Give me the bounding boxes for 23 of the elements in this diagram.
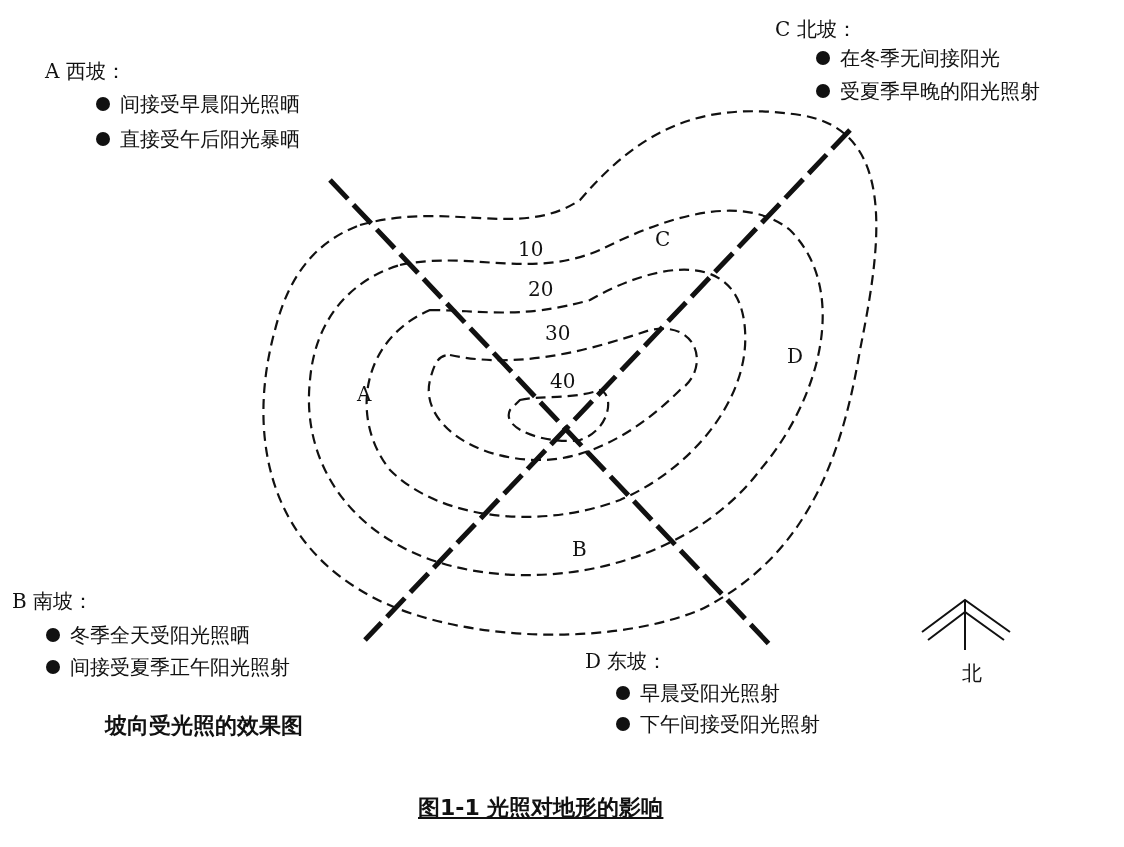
bullet-text: 在冬季无间接阳光 bbox=[840, 45, 1000, 71]
bullet-text: 受夏季早晚的阳光照射 bbox=[840, 78, 1040, 104]
bullet-text: 直接受午后阳光暴晒 bbox=[120, 126, 300, 152]
slope-heading: A 西坡： bbox=[45, 58, 126, 84]
map-label: 10 bbox=[518, 236, 544, 262]
figure-title: 坡向受光照的效果图 bbox=[105, 712, 303, 738]
slope-heading: D 东坡： bbox=[585, 648, 668, 674]
north-label: 北 bbox=[962, 660, 982, 686]
caption: 图1-1 光照对地形的影响 bbox=[418, 795, 664, 821]
slope-heading: B 南坡： bbox=[12, 588, 94, 614]
bullet-text: 间接受夏季正午阳光照射 bbox=[70, 654, 290, 680]
bullet-text: 早晨受阳光照射 bbox=[640, 680, 780, 706]
map-label: 40 bbox=[550, 368, 576, 394]
map-label: D bbox=[787, 343, 804, 369]
slope-heading: C 北坡： bbox=[775, 16, 857, 42]
bullet-text: 下午间接受阳光照射 bbox=[640, 711, 820, 737]
bullet-text: 间接受早晨阳光照晒 bbox=[120, 91, 300, 117]
map-label: B bbox=[572, 536, 587, 562]
map-label: 20 bbox=[528, 276, 554, 302]
map-label: A bbox=[357, 381, 372, 407]
map-label: C bbox=[655, 226, 671, 252]
bullet-text: 冬季全天受阳光照晒 bbox=[70, 622, 250, 648]
map-label: 30 bbox=[545, 320, 571, 346]
